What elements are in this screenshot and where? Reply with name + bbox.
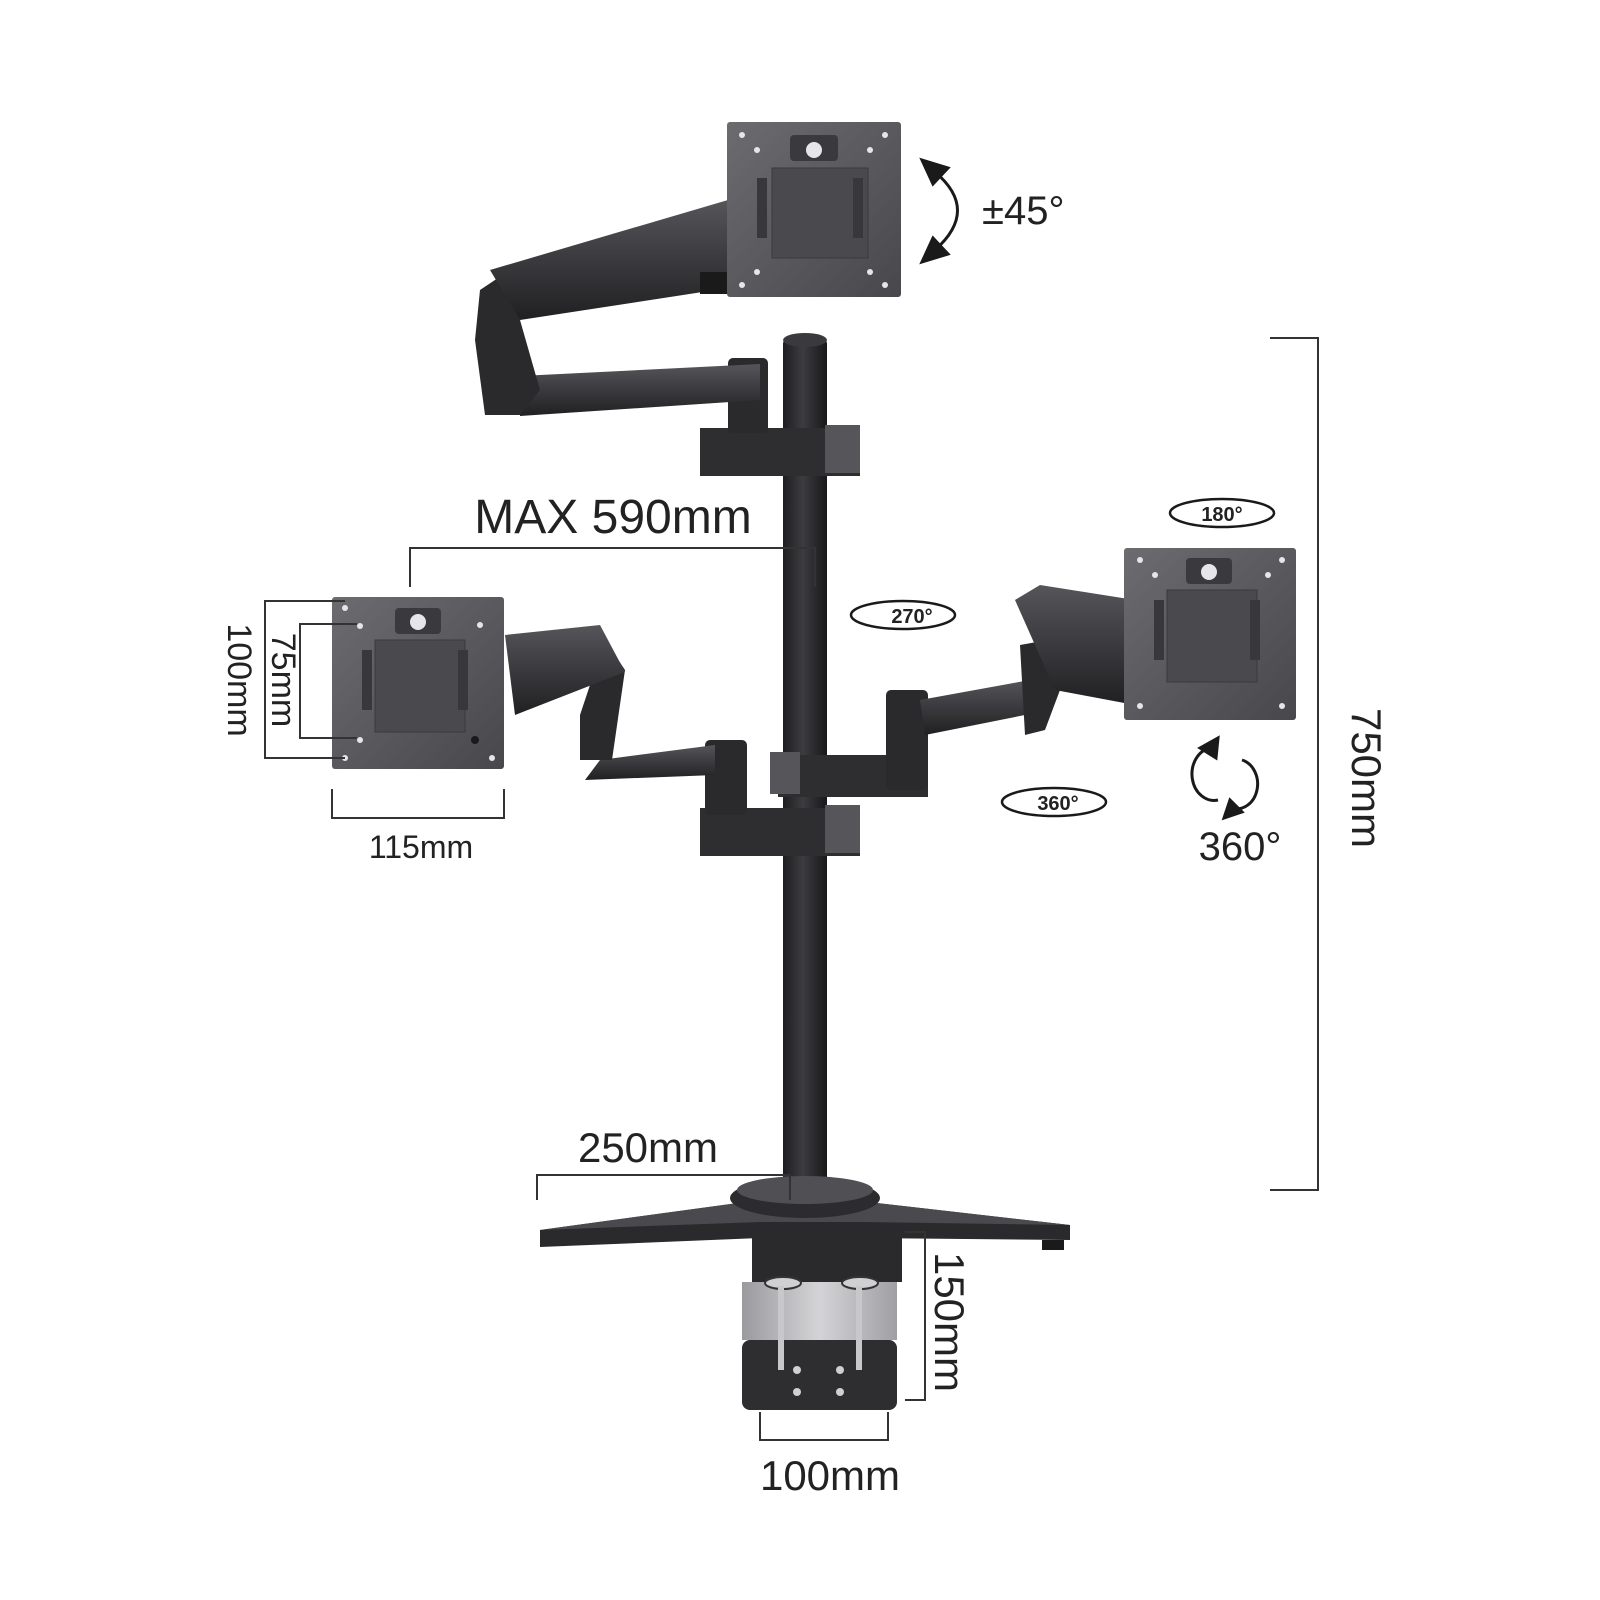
- right-arm: [770, 585, 1135, 797]
- tilt-arrow-icon: [919, 157, 959, 265]
- plate-width-dimension-line: [331, 789, 505, 819]
- vesa-inner-label: 75mm: [264, 633, 302, 727]
- left-vesa-plate: [332, 597, 504, 769]
- desk-clamp: [742, 1232, 902, 1410]
- swivel-top-label: 180°: [1201, 504, 1242, 526]
- height-dimension-line: [1270, 337, 1319, 1191]
- screen-rotation-icon: [1190, 735, 1260, 821]
- clamp-height-dimension-line: [905, 1231, 926, 1401]
- right-vesa-plate: [1124, 548, 1296, 720]
- height-label: 750mm: [1343, 708, 1390, 848]
- base-reach-label: 250mm: [578, 1124, 718, 1171]
- tilt-label: ±45°: [982, 189, 1064, 233]
- plate-width-label: 115mm: [369, 829, 473, 865]
- clamp-width-label: 100mm: [760, 1452, 900, 1499]
- desk-base: [540, 1176, 1070, 1250]
- max-reach-dimension-line: [409, 547, 816, 587]
- max-reach-label: MAX 590mm: [474, 491, 751, 544]
- top-vesa-plate: [727, 122, 901, 297]
- pole-rotation-label: 270°: [891, 606, 932, 628]
- pole-rotation-arrow-icon: [849, 599, 957, 631]
- screen-rotation-label: 360°: [1199, 825, 1282, 869]
- elbow-rotation-arrow-icon: [1000, 786, 1108, 818]
- top-arm: [475, 200, 860, 476]
- vesa-outer-dimension-line: [264, 600, 345, 759]
- vesa-outer-label: 100mm: [220, 623, 258, 736]
- vesa-inner-dimension-line: [299, 623, 357, 739]
- clamp-height-label: 150mm: [926, 1252, 973, 1392]
- clamp-width-dimension-line: [759, 1412, 889, 1441]
- elbow-rotation-label: 360°: [1037, 793, 1078, 815]
- base-reach-dimension-line: [536, 1174, 791, 1200]
- left-arm: [505, 625, 860, 856]
- swivel-top-arrow-icon: [1168, 497, 1276, 529]
